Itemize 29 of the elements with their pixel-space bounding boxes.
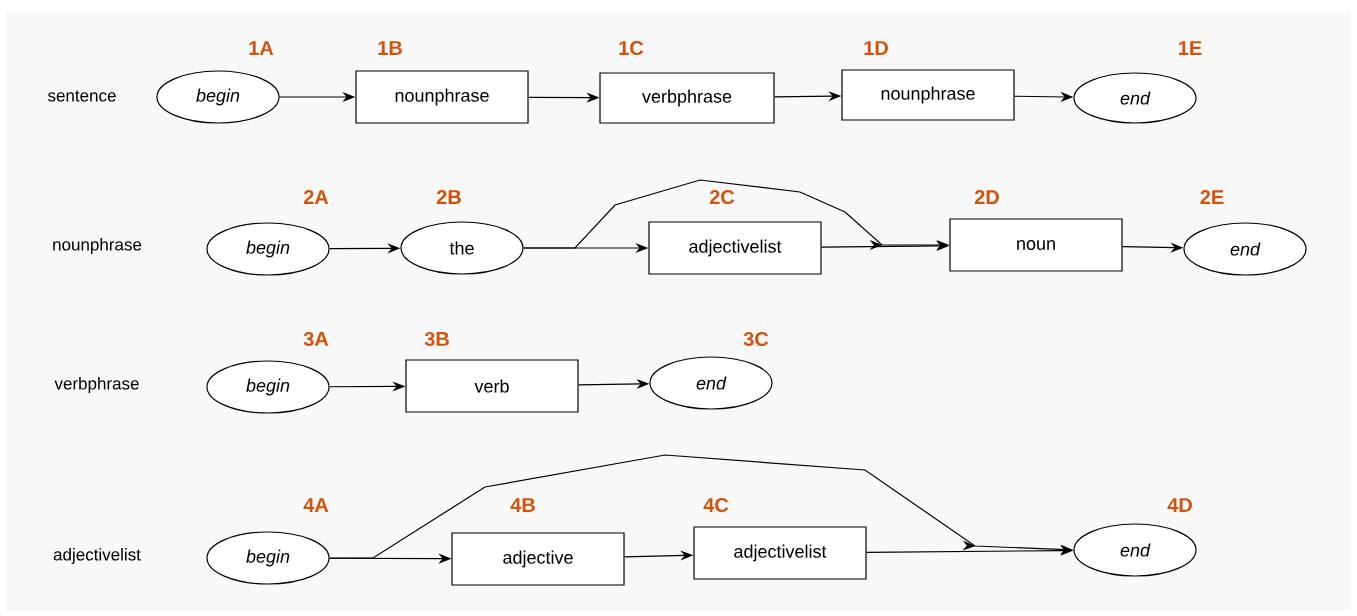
callout-number: 1E [1179,41,1202,55]
process-box: nounphrase [355,70,529,124]
callout-number: 2E [1200,190,1224,204]
process-box: verb [405,359,579,413]
callout-number: 3B [424,331,449,347]
callout-number: 1C [619,40,644,56]
callout-number: 1D [864,41,888,55]
row-label: sentence [47,90,116,102]
callout-number: 1A [249,41,274,55]
callout-number: 4D [1167,498,1192,512]
callout-number: 2C [709,189,735,205]
callout-number: 3A [303,331,329,347]
callout-number: 4B [510,498,535,512]
process-box: adjectivelist [693,526,867,580]
process-box: adjective [451,532,625,586]
callout-number: 2A [303,190,329,204]
callout-number: 4C [703,497,729,513]
process-box: verbphrase [599,72,775,124]
row-label: nounphrase [53,238,142,254]
callout-number: 2D [974,190,999,204]
row-label: adjectivelist [53,548,141,564]
callout-number: 3C [743,331,769,347]
callout-number: 4A [303,498,329,512]
callout-number: 1B [378,41,402,55]
row-label: verbphrase [54,377,139,393]
callout-number: 2B [436,190,461,204]
process-box: adjectivelist [648,221,822,275]
process-box: noun [949,218,1123,272]
process-box: nounphrase [841,69,1015,121]
